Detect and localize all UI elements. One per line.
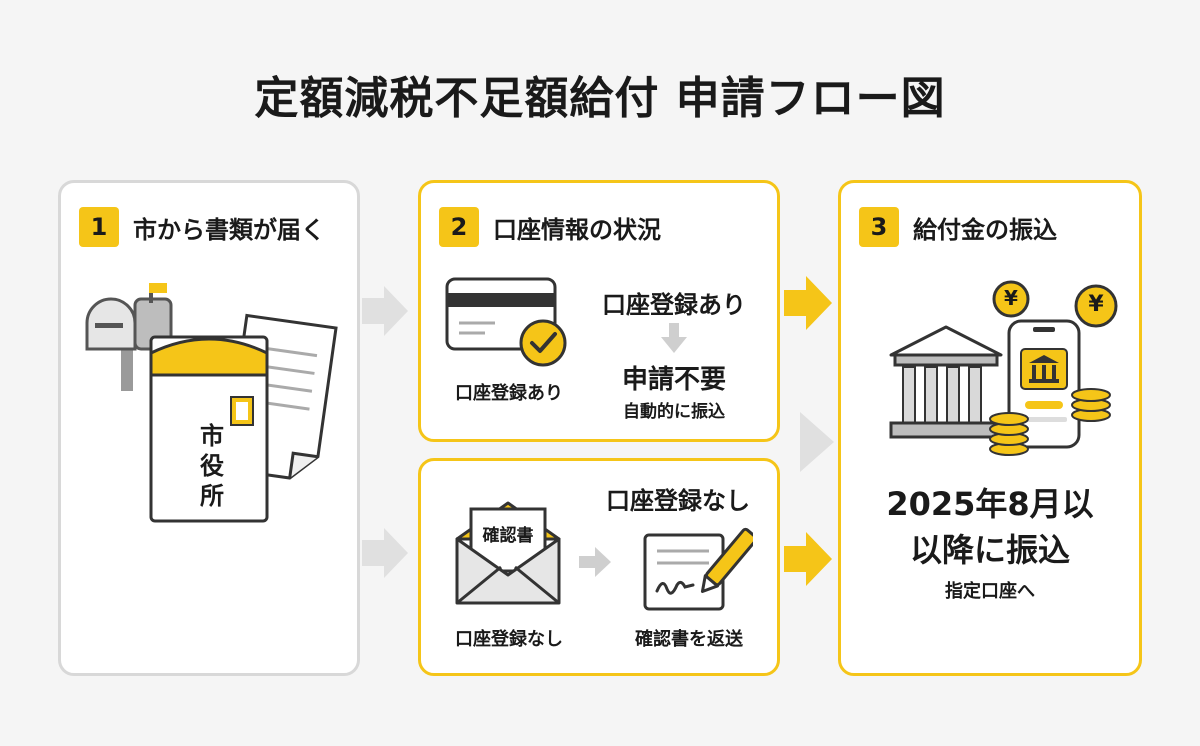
envelope-icon [149,335,269,523]
yen-coin-symbol: ¥ [1004,286,1018,310]
step2-badge: 2 [439,207,479,247]
payment-destination: 指定口座へ [945,581,1035,602]
arrow-right-icon [784,532,832,586]
step3-card: 3 給付金の振込 ¥ ¥ [838,180,1142,676]
open-envelope-icon [455,501,561,605]
envelope-label: 市 役 所 [197,421,227,511]
step1-header: 1 市から書類が届く [79,207,325,247]
step2-registered-card: 2 口座情報の状況 口座登録あり 口座登録あり 申請不要 自動的に振込 [418,180,780,442]
registered-heading: 口座登録あり [602,291,746,319]
bank-card-check-icon [445,277,567,367]
coin-stack-icon [989,412,1029,456]
payment-date-line2: 以降に振込 [909,531,1070,569]
step1-badge: 1 [79,207,119,247]
arrow-right-icon [800,412,834,472]
arrow-right-icon [784,276,832,330]
yen-coin-symbol: ¥ [1088,292,1104,317]
payment-date-line1: 2025年8月以 [886,485,1094,523]
step3-badge: 3 [859,207,899,247]
step3-title: 給付金の振込 [913,215,1057,244]
coin-stack-icon [1071,388,1111,422]
unregistered-heading: 口座登録なし [606,487,750,515]
step2-title: 口座情報の状況 [493,215,661,244]
arrow-down-icon [661,323,687,353]
unregistered-icon-caption: 口座登録なし [455,629,563,650]
envelope-label-char: 市 [200,422,224,450]
yen-coin-icon [1074,284,1118,328]
document-pen-icon [643,527,753,611]
arrow-right-icon [362,528,408,578]
registered-icon-caption: 口座登録あり [455,383,563,404]
envelope-label-char: 役 [200,452,224,480]
unregistered-action-caption: 確認書を返送 [635,629,743,650]
page-title: 定額減税不足額給付 申請フロー図 [254,73,946,124]
envelope-label-char: 所 [200,482,224,510]
arrow-right-icon [362,286,408,336]
step1-title: 市から書類が届く [133,215,325,244]
step2-header: 2 口座情報の状況 [439,207,661,247]
yen-coin-icon [992,280,1030,318]
registered-result-sub: 自動的に振込 [623,402,725,422]
bank-icon [889,325,1003,439]
arrow-right-small-icon [579,547,611,577]
step3-header: 3 給付金の振込 [859,207,1057,247]
step2-unregistered-card: 口座登録なし 確認書 口座登録なし 確認書を返送 [418,458,780,676]
step1-card: 1 市から書類が届く 市 役 所 [58,180,360,676]
letter-label: 確認書 [482,526,534,546]
registered-result-main: 申請不要 [621,365,726,395]
